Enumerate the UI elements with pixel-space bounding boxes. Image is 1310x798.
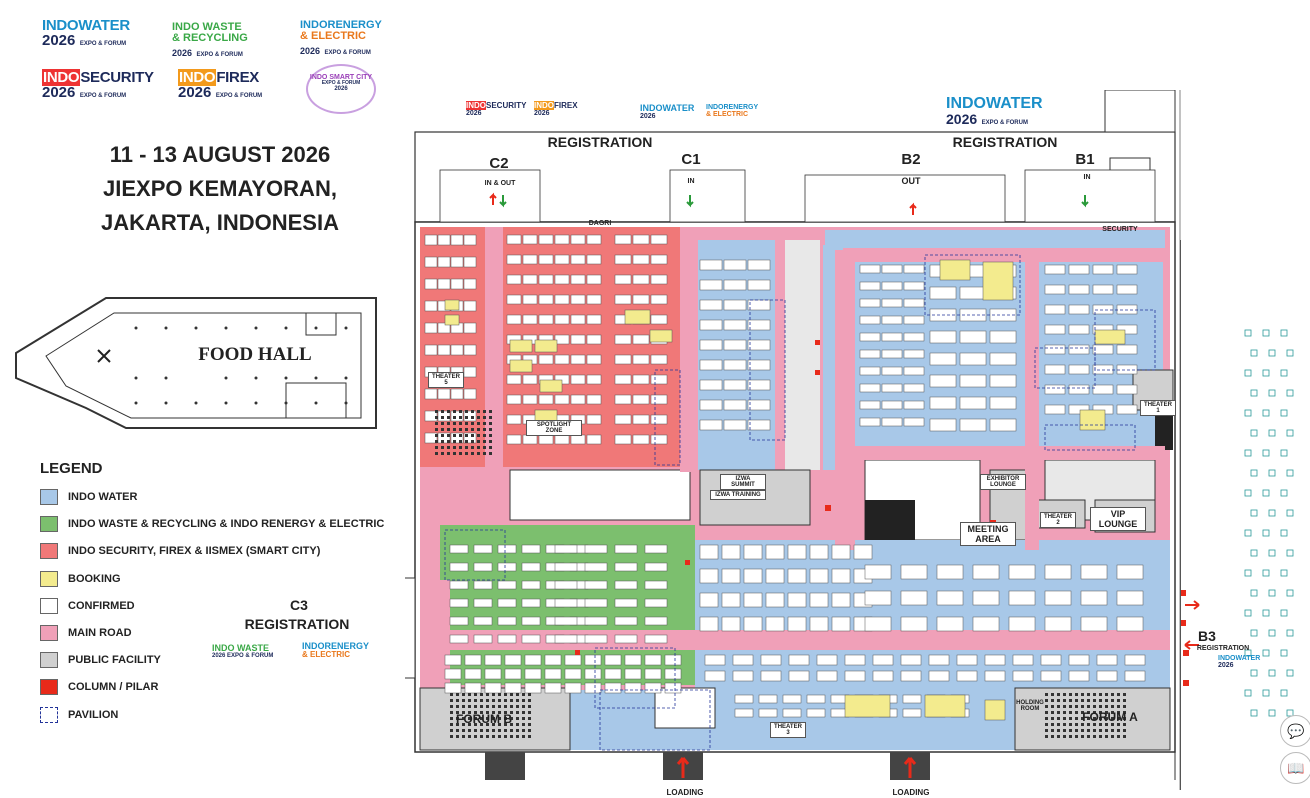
smartcity-logo: INDO SMART CITY EXPO & FORUM 2026 bbox=[306, 64, 376, 114]
book-button[interactable]: 📖 bbox=[1280, 752, 1310, 784]
gate-c3: C3 bbox=[290, 597, 308, 613]
indowaste-logo: INDO WASTE & RECYCLING 2026 EXPO & FORUM bbox=[172, 21, 248, 59]
legend-item: INDO WATER bbox=[40, 488, 137, 506]
event-venue: JIEXPO KEMAYORAN, bbox=[103, 176, 337, 201]
legend-swatch bbox=[40, 679, 58, 696]
registration-c3: REGISTRATION bbox=[244, 616, 350, 632]
indorenergy-logo: INDORENERGY & ELECTRIC 2026 EXPO & FORUM bbox=[300, 19, 382, 57]
izwa-summit-label: IZWA SUMMIT bbox=[720, 474, 766, 490]
floor-plan bbox=[405, 90, 1294, 790]
izwa-training-label: IZWA TRAINING bbox=[710, 490, 766, 500]
legend-swatch bbox=[40, 706, 58, 723]
gate-b3: B3 bbox=[1198, 628, 1216, 644]
legend-label: COLUMN / PILAR bbox=[68, 681, 159, 694]
gate-b1: B1 bbox=[1075, 151, 1095, 168]
legend-item: PUBLIC FACILITY bbox=[40, 651, 161, 669]
legend-label: PUBLIC FACILITY bbox=[68, 654, 161, 667]
legend-swatch bbox=[40, 652, 58, 669]
event-city: JAKARTA, INDONESIA bbox=[101, 210, 339, 235]
legend-item: INDO WASTE & RECYCLING & INDO RENERGY & … bbox=[40, 515, 384, 533]
food-hall-plan bbox=[15, 297, 377, 429]
legend-title: LEGEND bbox=[40, 460, 103, 477]
chat-button[interactable]: 💬 bbox=[1280, 715, 1310, 747]
legend-swatch bbox=[40, 570, 58, 587]
top-indowater-small-logo: INDOWATER 2026 bbox=[640, 103, 695, 121]
loading-label-2: LOADING bbox=[892, 788, 930, 797]
top-indowater-logo: INDOWATER 2026 EXPO & FORUM bbox=[946, 95, 1043, 127]
top-indosecurity-small-logo: INDOSECURITY 2026 bbox=[466, 101, 527, 117]
outdoor-area bbox=[1180, 240, 1310, 790]
legend-label: INDO WATER bbox=[68, 491, 138, 503]
legend-label: INDO WASTE & RECYCLING & INDO RENERGY & … bbox=[68, 518, 385, 531]
book-icon: 📖 bbox=[1287, 759, 1305, 776]
theater-1-label: THEATER 1 bbox=[1140, 400, 1176, 416]
chat-icon: 💬 bbox=[1287, 722, 1305, 739]
event-dates: 11 - 13 AUGUST 2026 bbox=[109, 142, 331, 167]
meeting-area-label: MEETING AREA bbox=[960, 522, 1016, 546]
legend-label: BOOKING bbox=[68, 572, 121, 585]
c3-indowaste-logo: INDO WASTE 2026 EXPO & FORUM bbox=[212, 643, 274, 660]
exhibitor-lounge-label: EXHIBITOR LOUNGE bbox=[980, 474, 1026, 490]
legend-item: CONFIRMED bbox=[40, 597, 135, 615]
indowater-logo: INDOWATER 2026 EXPO & FORUM bbox=[42, 17, 130, 49]
legend-item: INDO SECURITY, FIREX & IISMEX (SMART CIT… bbox=[40, 542, 320, 560]
legend-swatch bbox=[40, 489, 58, 505]
legend-label: INDO SECURITY, FIREX & IISMEX (SMART CIT… bbox=[68, 545, 321, 558]
theater-2-label: THEATER 2 bbox=[1040, 512, 1076, 528]
legend-label: MAIN ROAD bbox=[68, 627, 132, 639]
gate-c1-text: IN bbox=[687, 178, 695, 185]
theater-5-label: THEATER 5 bbox=[428, 372, 464, 388]
spotlight-zone-label: SPOTLIGHT ZONE bbox=[526, 420, 582, 436]
vip-lounge-label: VIP LOUNGE bbox=[1090, 507, 1146, 531]
holding-room-label: HOLDING ROOM bbox=[1016, 700, 1044, 712]
legend-item: BOOKING bbox=[40, 570, 121, 588]
dagri-label: DAGRI bbox=[588, 220, 612, 227]
legend-swatch bbox=[40, 543, 58, 560]
legend-swatch bbox=[40, 516, 58, 533]
event-info: 11 - 13 AUGUST 2026 JIEXPO KEMAYORAN, JA… bbox=[60, 138, 380, 240]
forum-b-label: FORUM B bbox=[456, 712, 512, 726]
legend-label: PAVILION bbox=[68, 708, 119, 721]
gate-c1: C1 bbox=[681, 151, 701, 168]
legend-swatch bbox=[40, 597, 58, 614]
security-label: SECURITY bbox=[1102, 226, 1138, 233]
indosecurity-logo: INDOSECURITY 2026 EXPO & FORUM bbox=[42, 69, 154, 101]
gate-c2-text: IN & OUT bbox=[484, 180, 516, 187]
legend-item: COLUMN / PILAR bbox=[40, 678, 158, 696]
c3-indorenergy-logo: INDORENERGY & ELECTRIC bbox=[302, 641, 370, 659]
legend-swatch bbox=[40, 625, 58, 641]
gate-b2-text: OUT bbox=[901, 176, 921, 186]
theater-3-label: THEATER 3 bbox=[770, 722, 806, 738]
top-indorenergy-small-logo: INDORENERGY & ELECTRIC bbox=[706, 104, 759, 118]
loading-label-1: LOADING bbox=[666, 788, 704, 797]
gate-b2: B2 bbox=[901, 151, 921, 168]
indofirex-logo: INDOFIREX 2026 EXPO & FORUM bbox=[178, 69, 263, 101]
registration-top-right: REGISTRATION bbox=[952, 134, 1058, 150]
gate-b1-text: IN bbox=[1083, 174, 1091, 181]
gate-c2: C2 bbox=[489, 155, 509, 172]
b3-indowater-logo: INDOWATER 2026 bbox=[1218, 655, 1261, 669]
registration-top-left: REGISTRATION bbox=[547, 134, 653, 150]
forum-a-label: FORUM A bbox=[1082, 710, 1138, 724]
registration-b3: REGISTRATION bbox=[1196, 645, 1250, 652]
legend-item: MAIN ROAD bbox=[40, 624, 132, 642]
legend-item: PAVILION bbox=[40, 706, 118, 724]
food-hall-label: FOOD HALL bbox=[198, 344, 312, 365]
legend-label: CONFIRMED bbox=[68, 599, 135, 612]
top-indofirex-small-logo: INDOFIREX 2026 bbox=[534, 101, 578, 117]
